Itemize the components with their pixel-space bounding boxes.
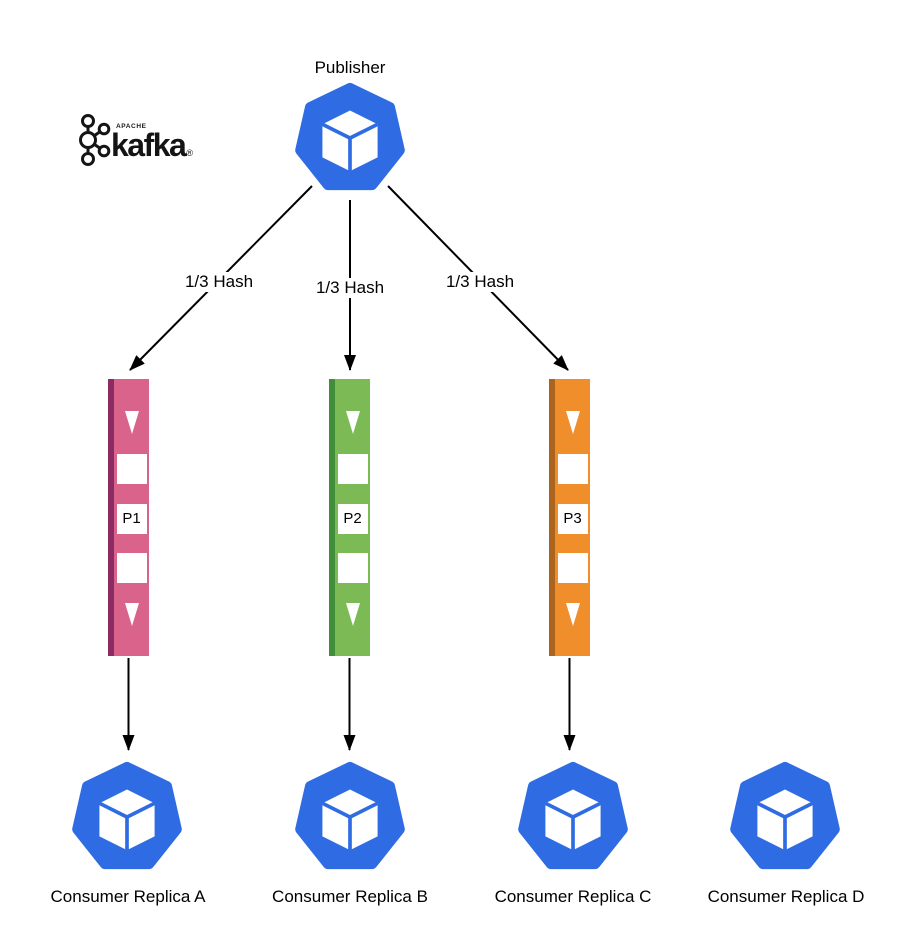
down-triangle-icon <box>565 603 580 626</box>
publisher-label: Publisher <box>314 58 386 77</box>
partition-bar-p1: P1 <box>108 379 149 656</box>
hash-label-3: 1/3 Hash <box>442 272 518 292</box>
consumer-a-label: Consumer Replica A <box>50 887 206 906</box>
down-triangle-icon <box>345 603 360 626</box>
consumer-d-node-icon <box>730 761 840 870</box>
consumer-a-node-icon <box>72 761 182 870</box>
partition-bar-p3: P3 <box>549 379 590 656</box>
partition-label-p3: P3 <box>557 503 588 534</box>
consumer-b-node-icon <box>295 761 405 870</box>
message-slot <box>557 453 588 484</box>
consumer-b-label: Consumer Replica B <box>272 887 428 906</box>
consumer-d-label: Consumer Replica D <box>707 887 865 906</box>
consumer-c-label: Consumer Replica C <box>494 887 652 906</box>
message-slot <box>337 553 368 584</box>
down-triangle-icon <box>565 411 580 434</box>
partition-label-p1: P1 <box>116 503 147 534</box>
kafka-logo: APACHE kafka® <box>79 112 199 172</box>
kafka-word-text: kafka <box>111 127 187 163</box>
partition-bar-p2: P2 <box>329 379 370 656</box>
publisher-node-icon <box>295 82 405 191</box>
message-slot <box>557 553 588 584</box>
hash-label-1: 1/3 Hash <box>181 272 257 292</box>
registered-trademark-symbol: ® <box>186 148 193 158</box>
consumer-c-node-icon <box>518 761 628 870</box>
down-triangle-icon <box>124 603 139 626</box>
message-slot <box>116 453 147 484</box>
kafka-apache-text: APACHE <box>116 123 147 130</box>
kafka-wordmark: kafka® <box>111 127 193 168</box>
partition-label-p2: P2 <box>337 503 368 534</box>
message-slot <box>337 453 368 484</box>
kafka-logo-icon <box>79 114 111 166</box>
message-slot <box>116 553 147 584</box>
hash-label-2: 1/3 Hash <box>312 278 388 298</box>
down-triangle-icon <box>345 411 360 434</box>
down-triangle-icon <box>124 411 139 434</box>
